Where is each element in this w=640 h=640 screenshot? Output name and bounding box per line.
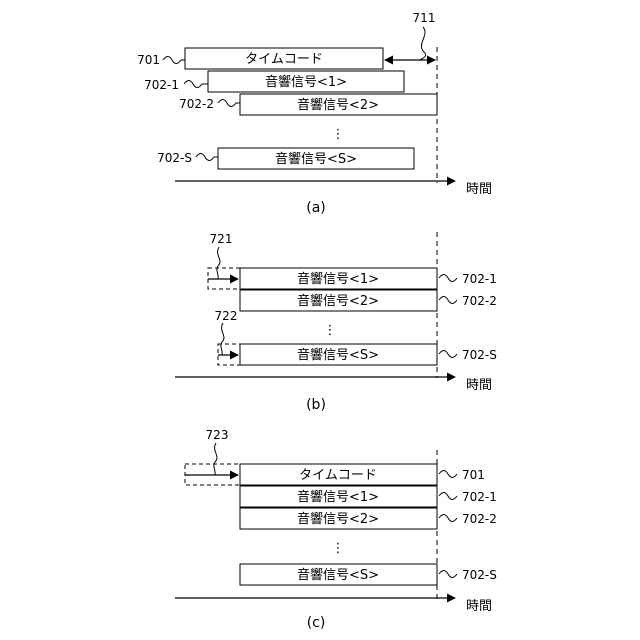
vertical-ellipsis: ⋮	[324, 323, 337, 338]
leader-line	[439, 571, 457, 578]
panel-c: タイムコード 音響信号<1> 音響信号<2> ⋮ 音響信号<S> 723 701…	[175, 428, 497, 631]
signal-s-label: 音響信号<S>	[275, 151, 357, 167]
leader-line	[218, 100, 240, 107]
panel-caption: (a)	[306, 200, 326, 216]
ref-timecode: 701	[137, 53, 160, 67]
time-axis-label: 時間	[466, 378, 492, 393]
panel-a: タイムコード 音響信号<1> 音響信号<2> ⋮ 音響信号<S> 711 701…	[137, 11, 492, 216]
ref-signal-1: 702-1	[144, 78, 179, 92]
leader-line	[214, 443, 217, 475]
ref-signal-s: 702-S	[462, 568, 497, 582]
panel-caption: (c)	[307, 615, 326, 631]
panel-caption: (b)	[306, 397, 326, 413]
leader-line	[439, 297, 457, 304]
vertical-ellipsis: ⋮	[332, 541, 345, 556]
ref-shift: 723	[206, 428, 229, 442]
ref-signal-2: 702-2	[462, 294, 497, 308]
timecode-label: タイムコード	[245, 52, 323, 67]
ref-signal-s: 702-S	[462, 348, 497, 362]
ref-signal-1: 702-1	[462, 490, 497, 504]
signal-s-label: 音響信号<S>	[297, 347, 379, 363]
leader-line	[217, 247, 220, 279]
ref-signal-2: 702-2	[179, 97, 214, 111]
ref-shift-1: 721	[210, 232, 233, 246]
leader-line	[196, 154, 218, 161]
ref-signal-1: 702-1	[462, 272, 497, 286]
signal-1-label: 音響信号<1>	[297, 489, 379, 505]
leader-line	[439, 493, 457, 500]
leader-line	[439, 275, 457, 282]
time-axis-label: 時間	[466, 599, 492, 614]
panel-b: 音響信号<1> 音響信号<2> ⋮ 音響信号<S> 721 722 702-1 …	[175, 232, 497, 413]
signal-2-label: 音響信号<2>	[297, 293, 379, 309]
ref-shift-s: 722	[215, 309, 238, 323]
signal-2-label: 音響信号<2>	[297, 511, 379, 527]
leader-line	[184, 81, 208, 88]
signal-2-label: 音響信号<2>	[297, 97, 379, 113]
time-axis-label: 時間	[466, 182, 492, 197]
leader-line	[439, 471, 457, 478]
leader-line	[221, 323, 224, 355]
ref-signal-2: 702-2	[462, 512, 497, 526]
leader-line	[420, 27, 426, 60]
leader-line	[163, 57, 185, 64]
leader-line	[439, 351, 457, 358]
ref-offset: 711	[413, 11, 436, 25]
signal-1-label: 音響信号<1>	[297, 271, 379, 287]
ref-signal-s: 702-S	[157, 151, 192, 165]
vertical-ellipsis: ⋮	[332, 127, 345, 142]
signal-1-label: 音響信号<1>	[265, 74, 347, 90]
ref-timecode: 701	[462, 468, 485, 482]
signal-s-label: 音響信号<S>	[297, 567, 379, 583]
leader-line	[439, 515, 457, 522]
timecode-label: タイムコード	[299, 468, 377, 483]
